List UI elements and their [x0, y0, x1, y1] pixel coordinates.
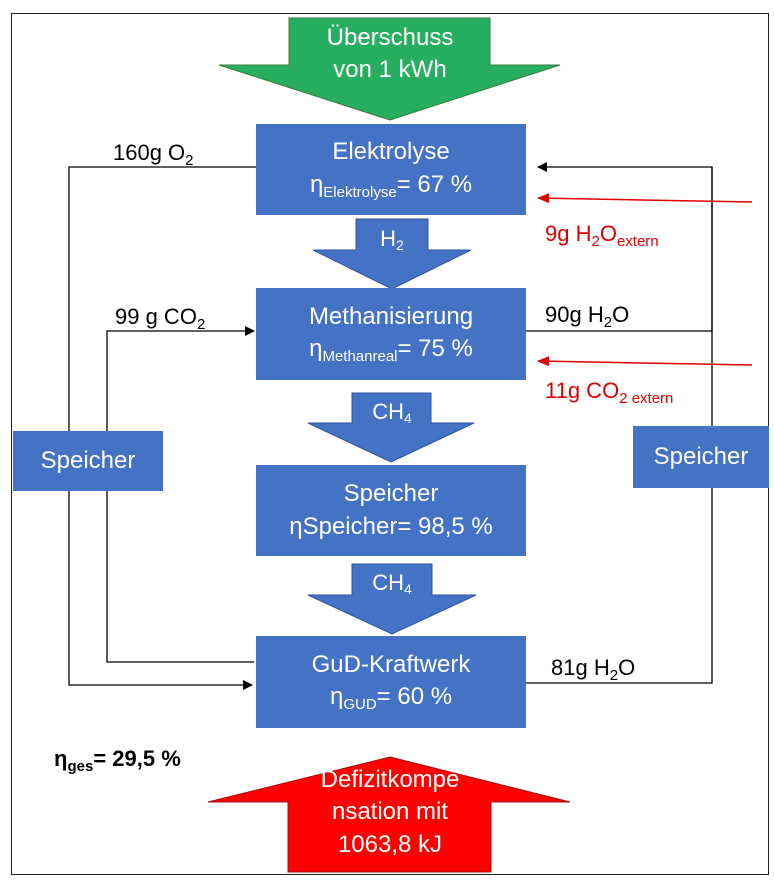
ch4-base: CH [372, 399, 404, 424]
h2o-ext-sub: 2 [591, 233, 600, 250]
h2o-ext-mid: O [599, 221, 617, 246]
h2-base: H [380, 226, 397, 251]
storage-efficiency: ηSpeicher= 98,5 % [289, 512, 493, 540]
surplus-label: Überschuss von 1 kWh [300, 22, 480, 87]
total-efficiency: ηges= 29,5 % [54, 746, 181, 775]
powerplant-box: GuD-Kraftwerk ηGUD= 60 % [256, 636, 526, 728]
h2o-post: O [612, 302, 630, 327]
co2-sub: 2 [196, 316, 206, 333]
methanation-box: Methanisierung ηMethanreal= 75 % [256, 288, 526, 380]
h2o-sub: 2 [603, 314, 613, 331]
h2o-gud-line [526, 167, 713, 684]
ch4-arrow-2 [307, 563, 477, 635]
eta-value: = 60 % [376, 683, 453, 711]
h2o-ext-sub2: extern [616, 233, 659, 250]
eta-sub: GUD [343, 696, 377, 714]
h2o-external-arrow [537, 193, 753, 204]
co2-line [106, 326, 255, 663]
co2-label: 99 g CO2 [115, 304, 205, 333]
eta-total-symbol: η [54, 746, 68, 771]
powerplant-efficiency: ηGUD= 60 % [330, 681, 452, 715]
ch4-label-1: CH4 [352, 399, 432, 426]
surplus-arrow [218, 17, 561, 121]
powerplant-title: GuD-Kraftwerk [311, 650, 471, 678]
o2-label: 160g O2 [113, 140, 194, 169]
right-storage-label: Speicher [653, 442, 749, 470]
eta-sub: Elektrolyse [323, 183, 397, 201]
eta-symbol: η [309, 335, 323, 363]
deficit-line1: Defizitkompe [320, 766, 460, 793]
h2o-post: O [618, 655, 636, 680]
co2-ext-pre: 11g CO [545, 378, 620, 403]
h2o-gud-label: 81g H2O [551, 655, 635, 684]
eta-sub: Methanreal [322, 348, 398, 366]
deficit-line3: 1063,8 kJ [337, 830, 443, 858]
methanation-title: Methanisierung [308, 302, 474, 330]
h2-sub: 2 [396, 237, 404, 253]
o2-sub: 2 [185, 152, 194, 169]
storage-title: Speicher [343, 480, 439, 508]
h2o-sub: 2 [609, 667, 619, 684]
electrolysis-efficiency: ηElektrolyse= 67 % [310, 169, 472, 203]
eta-symbol: η [309, 170, 324, 198]
ch4-base: CH [372, 570, 404, 595]
o2-pre: 160g O [113, 140, 186, 165]
surplus-line2: von 1 kWh [333, 56, 447, 84]
ch4-sub: 4 [403, 410, 412, 426]
ch4-sub: 4 [403, 581, 412, 597]
h2o-ext-pre: 9g H [545, 221, 592, 246]
eta-total-value: = 29,5 % [93, 746, 181, 771]
ch4-label-2: CH4 [352, 570, 432, 597]
storage-box: Speicher ηSpeicher= 98,5 % [256, 465, 526, 556]
h2o-pre: 90g H [545, 302, 604, 327]
o2-line [68, 166, 256, 690]
h2-label: H2 [362, 226, 422, 253]
eta-symbol: η [329, 683, 344, 711]
deficit-label: Defizitkompe nsation mit 1063,8 kJ [300, 764, 480, 861]
co2-ext-sub: 2 extern [619, 390, 674, 407]
ch4-arrow-1 [307, 392, 475, 463]
methanation-efficiency: ηMethanreal= 75 % [309, 333, 473, 367]
eta-value: = 75 % [397, 335, 473, 363]
eta-total-sub: ges [67, 758, 94, 775]
co2-external-label: 11g CO2 extern [545, 378, 673, 407]
h2-arrow [312, 218, 472, 290]
surplus-line1: Überschuss [326, 24, 454, 51]
right-storage-box: Speicher [633, 426, 769, 488]
co2-external-arrow [537, 356, 753, 367]
h2o-methanation-label: 90g H2O [545, 302, 629, 331]
h2o-pre: 81g H [551, 655, 610, 680]
eta-value: = 67 % [396, 170, 473, 198]
left-storage-box: Speicher [13, 431, 163, 491]
electrolysis-title: Elektrolyse [332, 138, 450, 166]
co2-pre: 99 g CO [115, 304, 197, 329]
h2o-external-label: 9g H2Oextern [545, 221, 659, 250]
electrolysis-box: Elektrolyse ηElektrolyse= 67 % [256, 124, 526, 215]
deficit-arrow [207, 756, 571, 873]
deficit-line2: nsation mit [331, 798, 449, 826]
left-storage-label: Speicher [40, 446, 136, 474]
